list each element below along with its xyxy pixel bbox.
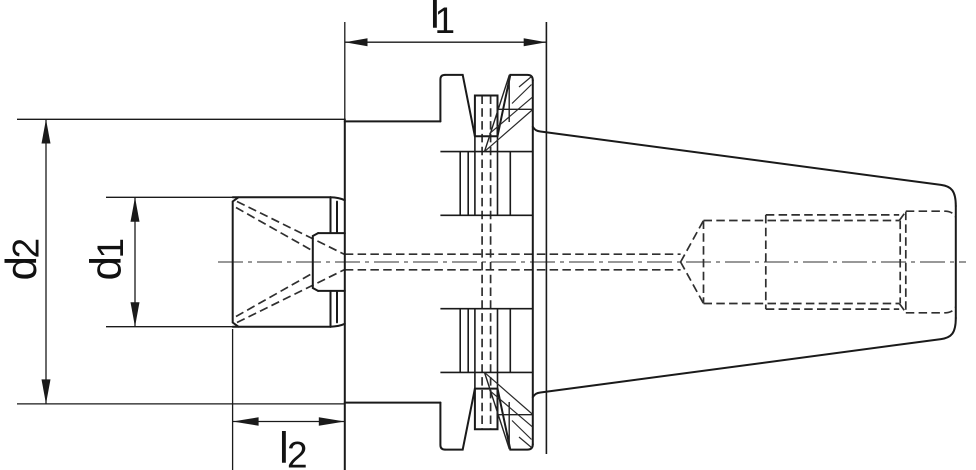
svg-text:l: l — [279, 423, 289, 470]
svg-text:d: d — [82, 256, 131, 280]
svg-text:1: 1 — [90, 238, 131, 259]
svg-text:d: d — [0, 256, 46, 280]
svg-text:1: 1 — [435, 0, 456, 41]
svg-text:l: l — [430, 0, 440, 38]
svg-text:2: 2 — [287, 435, 308, 470]
svg-text:2: 2 — [6, 238, 47, 259]
